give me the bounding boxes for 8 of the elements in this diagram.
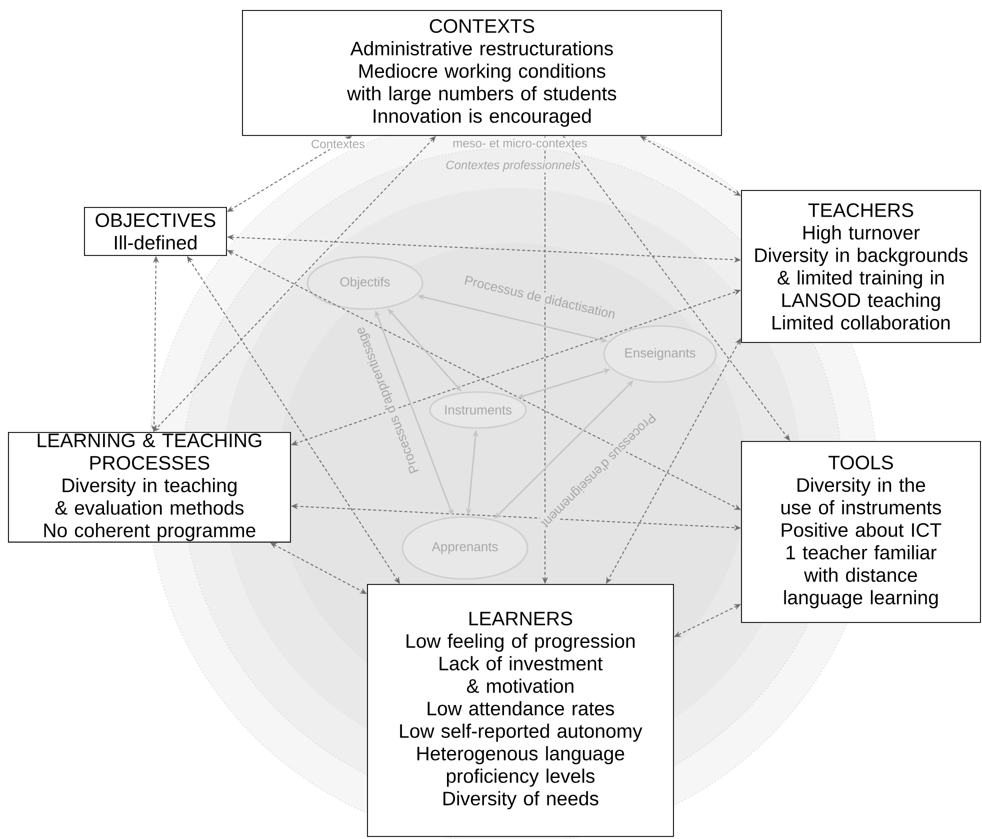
category-box: LEARNERS Low feeling of progression Lack of investment & motivation Low attendance rates Low self-reported autonomy Heterogenous language proficiency levels Diversity of needs xyxy=(367,584,674,837)
category-box: LEARNING & TEACHING PROCESSES Diversity in teaching & evaluation methods No coherent programme xyxy=(8,432,291,543)
region-label: meso- et micro-contextes xyxy=(452,138,588,148)
category-box: TOOLS Diversity in the use of instruments Positive about ICT 1 teacher familiar with distance language learning xyxy=(741,441,981,623)
region-label: Contextes professionnels xyxy=(444,159,582,173)
category-box: OBJECTIVES Ill-defined xyxy=(84,207,227,256)
category-box: CONTEXTS Administrative restructurations Mediocre working conditions with large numbers of students Innovation is encouraged xyxy=(242,10,722,136)
category-box: TEACHERS High turnover Diversity in backgrounds & limited training in LANSOD teaching Limited collaboration xyxy=(741,190,981,343)
